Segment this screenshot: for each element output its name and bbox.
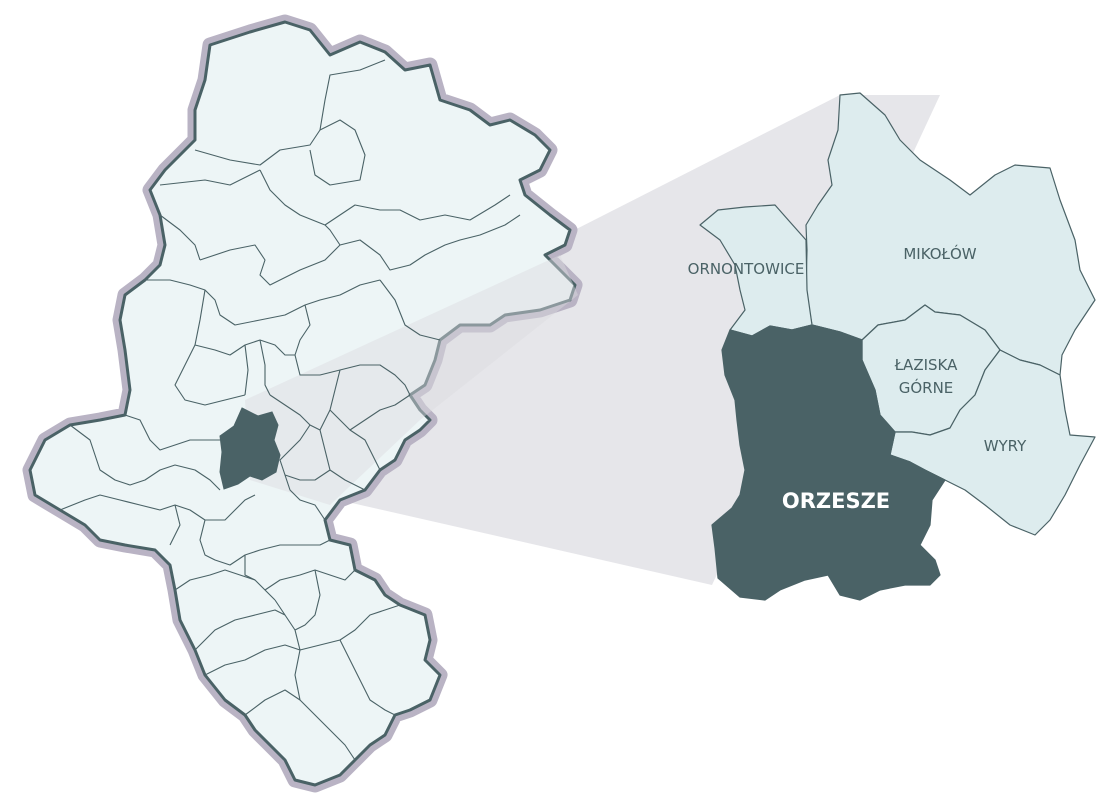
- municipality-borders: [59, 59, 521, 761]
- inset-region-orzesze: [711, 324, 946, 601]
- inset-labels: ORNONTOWICE MIKOŁÓW ŁAZISKA GÓRNE WYRY O…: [688, 244, 1027, 513]
- province-outline: [28, 20, 577, 787]
- inset-map: [699, 92, 1096, 601]
- label-laziska-line1: ŁAZISKA: [894, 356, 958, 374]
- label-mikolow: MIKOŁÓW: [903, 244, 976, 263]
- label-wyry: WYRY: [984, 437, 1027, 455]
- province-focus-region: [219, 407, 281, 490]
- label-orzesze: ORZESZE: [782, 489, 890, 513]
- province-map: [22, 14, 583, 793]
- label-laziska-line2: GÓRNE: [899, 378, 954, 397]
- inset-region-wyry: [889, 349, 1096, 536]
- label-ornontowice: ORNONTOWICE: [688, 260, 805, 278]
- zoom-beam-overlap: [245, 255, 578, 505]
